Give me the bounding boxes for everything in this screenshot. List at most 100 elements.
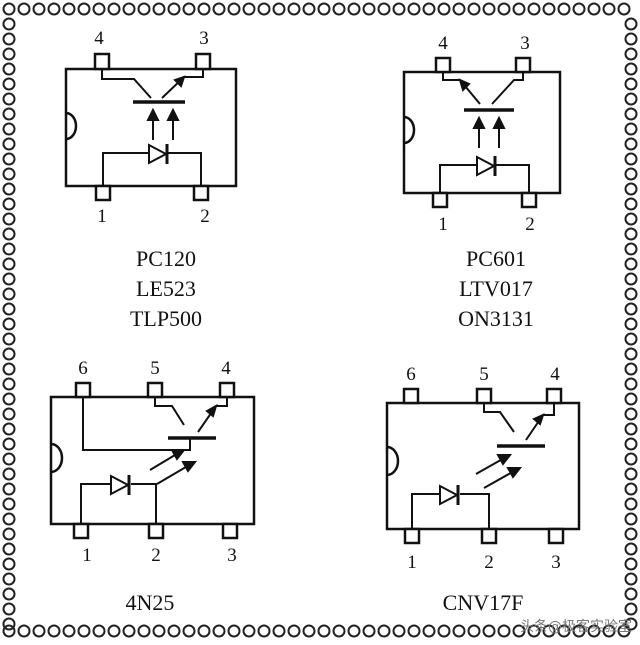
border-ring [2,92,16,106]
border-ring [2,527,16,541]
border-ring [272,624,286,638]
part-number: PC601 [466,246,526,271]
border-ring [2,452,16,466]
border-ring [2,617,16,631]
part-number: TLP500 [129,306,203,331]
border-ring [624,167,638,181]
pin-label: 5 [150,358,160,379]
package-pc601 [402,56,562,209]
border-ring [392,2,406,16]
border-ring [624,512,638,526]
border-ring [602,2,616,16]
border-ring [257,624,271,638]
border-ring [437,2,451,16]
border-ring [77,2,91,16]
package-4n25 [49,381,256,540]
light-arrows [149,449,198,485]
border-ring [137,624,151,638]
border-ring [2,362,16,376]
border-ring [197,2,211,16]
pin-label: 6 [406,364,416,385]
border-ring [624,557,638,571]
border-ring [542,2,556,16]
border-ring [527,2,541,16]
border-ring [2,272,16,286]
border-ring [624,17,638,31]
border-ring [2,317,16,331]
border-ring [2,624,16,638]
border-ring [542,624,556,638]
border-ring [2,152,16,166]
border-ring [497,624,511,638]
border-ring [377,2,391,16]
package-body [385,401,581,531]
border-ring [624,122,638,136]
border-ring [257,2,271,16]
border-ring [624,107,638,121]
part-number: LTV017 [459,276,533,301]
pin-2 [192,184,210,202]
border-ring [242,624,256,638]
border-ring [2,302,16,316]
border-ring [624,542,638,556]
border-ring [624,287,638,301]
border-ring [624,182,638,196]
border-ring [197,624,211,638]
border-ring [512,2,526,16]
border-ring [2,257,16,271]
border-ring [624,362,638,376]
border-ring [2,392,16,406]
border-ring [92,2,106,16]
border-ring [617,2,631,16]
border-ring [572,624,586,638]
pin-label: 3 [551,552,561,573]
border-ring [2,512,16,526]
pin-4 [545,387,563,405]
pin-label: 1 [97,206,107,227]
border-ring [2,587,16,601]
pin-1 [431,191,449,209]
pin-6 [74,381,92,399]
border-ring [17,2,31,16]
pin-5 [146,381,164,399]
part-number-list: PC120 LE523 TLP500 [66,244,266,334]
border-ring [602,624,616,638]
border-ring [62,2,76,16]
border-ring [302,2,316,16]
border-ring [227,624,241,638]
border-ring [2,77,16,91]
part-number-list: PC601 LTV017 ON3131 [396,244,596,334]
border-ring [317,624,331,638]
pin-label: 2 [484,552,494,573]
pin-label: 3 [227,545,237,566]
border-ring [2,212,16,226]
border-ring [242,2,256,16]
border-ring [272,2,286,16]
border-ring [317,2,331,16]
border-ring [362,2,376,16]
border-ring [624,272,638,286]
pin-label: 3 [199,28,209,49]
part-number: CNV17F [442,590,524,615]
pin-2 [520,191,538,209]
border-ring [624,377,638,391]
decorative-border [2,2,638,638]
package-body [402,70,562,195]
phototransistor [483,403,555,448]
border-ring [2,347,16,361]
border-ring [2,182,16,196]
border-ring [624,452,638,466]
border-ring [527,624,541,638]
light-arrows [475,454,523,489]
part-number-list: CNV17F [383,588,583,618]
border-ring [377,624,391,638]
pin-1 [72,522,90,540]
border-ring [624,227,638,241]
border-ring [32,2,46,16]
pin-1 [94,184,112,202]
pin-label: 2 [151,545,161,566]
border-ring [587,624,601,638]
border-ring [137,2,151,16]
border-ring [2,62,16,76]
